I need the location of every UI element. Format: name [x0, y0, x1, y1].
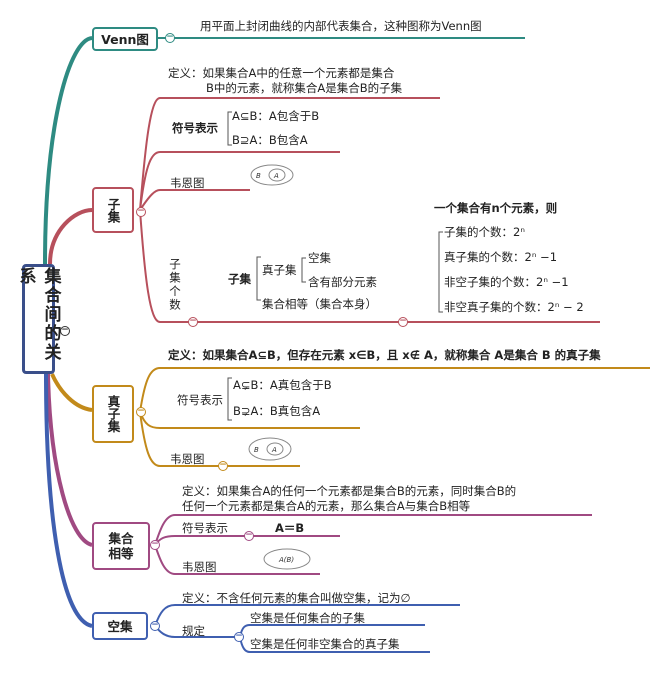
proper-subset-venn-diagram: B A — [248, 437, 292, 461]
rule-collapse-toggle[interactable]: − — [234, 631, 244, 642]
subset-symbol-label: 符号表示 — [172, 121, 218, 135]
proper-subset-item: 真子集 — [262, 263, 297, 277]
equal-sets-node[interactable]: 集合相等 — [92, 522, 150, 570]
equal-sets-venn-diagram: A(B) — [263, 548, 311, 570]
proper-subset-symbol-label: 符号表示 — [177, 393, 223, 407]
proper-subset-node[interactable]: 真子集 — [92, 385, 134, 443]
equal-sets-symbol-value: A＝B — [275, 521, 305, 535]
empty-set-collapse-toggle[interactable]: − — [150, 620, 160, 631]
subset-count-label: 子集个数 — [168, 258, 182, 312]
equal-sets-definition-line1: 定义：如果集合A的任何一个元素都是集合B的元素，同时集合B的 — [182, 484, 517, 498]
proper-subset-collapse-toggle[interactable]: − — [136, 406, 146, 417]
symbol-collapse-toggle[interactable]: − — [244, 530, 254, 541]
subset-venn-inner: A — [273, 172, 279, 180]
equal-sets-venn-text: A(B) — [278, 556, 294, 564]
nonempty-subset-count-formula: 非空子集的个数：2ⁿ −1 — [444, 275, 569, 289]
proper-subset-symbol-2: B⊋A：B真包含A — [233, 404, 321, 418]
equal-sets-symbol-label: 符号表示 — [182, 521, 228, 535]
venn-node[interactable]: Venn图 — [92, 27, 158, 51]
equal-sets-label: 集合相等 — [108, 531, 134, 561]
empty-set-definition: 定义：不含任何元素的集合叫做空集，记为∅ — [182, 591, 411, 605]
subset-venn-diagram: B A — [250, 164, 294, 186]
collapse-toggle[interactable]: − — [60, 325, 70, 336]
empty-set-node[interactable]: 空集 — [92, 612, 148, 640]
root-label: 集合间的关系 — [15, 267, 61, 362]
n-elements-intro: 一个集合有n个元素，则 — [434, 201, 558, 215]
equal-sets-diagram-label: 韦恩图 — [182, 560, 217, 574]
subset-node[interactable]: 子集 — [92, 187, 134, 233]
subset-definition-line1: 定义：如果集合A中的任意一个元素都是集合 — [168, 66, 395, 80]
empty-set-item: 空集 — [308, 251, 331, 265]
empty-set-label: 空集 — [107, 618, 133, 634]
empty-set-rule-label: 规定 — [182, 624, 205, 638]
proper-subset-venn-inner: A — [271, 446, 277, 454]
venn-label: Venn图 — [101, 31, 149, 47]
venn-collapse-toggle[interactable]: − — [165, 32, 175, 43]
subset-collapse-toggle[interactable]: − — [136, 206, 146, 217]
proper-subset-venn-outer: B — [254, 446, 259, 454]
diagram-collapse-toggle[interactable]: − — [218, 460, 228, 471]
root-node[interactable]: 集合间的关系 — [16, 264, 61, 374]
empty-set-rule-2: 空集是任何非空集合的真子集 — [250, 637, 400, 651]
count-detail-collapse-toggle[interactable]: − — [398, 316, 408, 327]
partial-elements-item: 含有部分元素 — [308, 275, 377, 289]
proper-subset-label: 真子集 — [105, 395, 121, 433]
subset-venn-outer: B — [256, 172, 261, 180]
equal-sets-definition-line2: 任何一个元素都是集合A的元素，那么集合A与集合B相等 — [182, 499, 471, 513]
subset-symbol-2: B⊇A：B包含A — [232, 133, 308, 147]
subset-label: 子集 — [105, 197, 121, 223]
venn-description: 用平面上封闭曲线的内部代表集合，这种图称为Venn图 — [200, 19, 482, 33]
subset-definition-line2: B中的元素，就称集合A是集合B的子集 — [206, 81, 403, 95]
proper-subset-count-formula: 真子集的个数：2ⁿ −1 — [444, 250, 558, 264]
subset-diagram-label: 韦恩图 — [170, 176, 205, 190]
proper-subset-definition: 定义：如果集合A⊆B，但存在元素 x∈B，且 x∉ A，就称集合 A是集合 B … — [168, 348, 601, 362]
proper-subset-symbol-1: A⊊B：A真包含于B — [233, 378, 332, 392]
nonempty-proper-subset-count-formula: 非空真子集的个数：2ⁿ − 2 — [444, 300, 584, 314]
subset-tree-root: 子集 — [228, 272, 251, 286]
count-collapse-toggle[interactable]: − — [188, 316, 198, 327]
subset-symbol-1: A⊆B：A包含于B — [232, 109, 320, 123]
equal-self-item: 集合相等（集合本身） — [262, 297, 377, 311]
equal-sets-collapse-toggle[interactable]: − — [150, 539, 160, 550]
subset-count-formula: 子集的个数：2ⁿ — [444, 225, 525, 239]
empty-set-rule-1: 空集是任何集合的子集 — [250, 611, 365, 625]
proper-subset-diagram-label: 韦恩图 — [170, 452, 205, 466]
